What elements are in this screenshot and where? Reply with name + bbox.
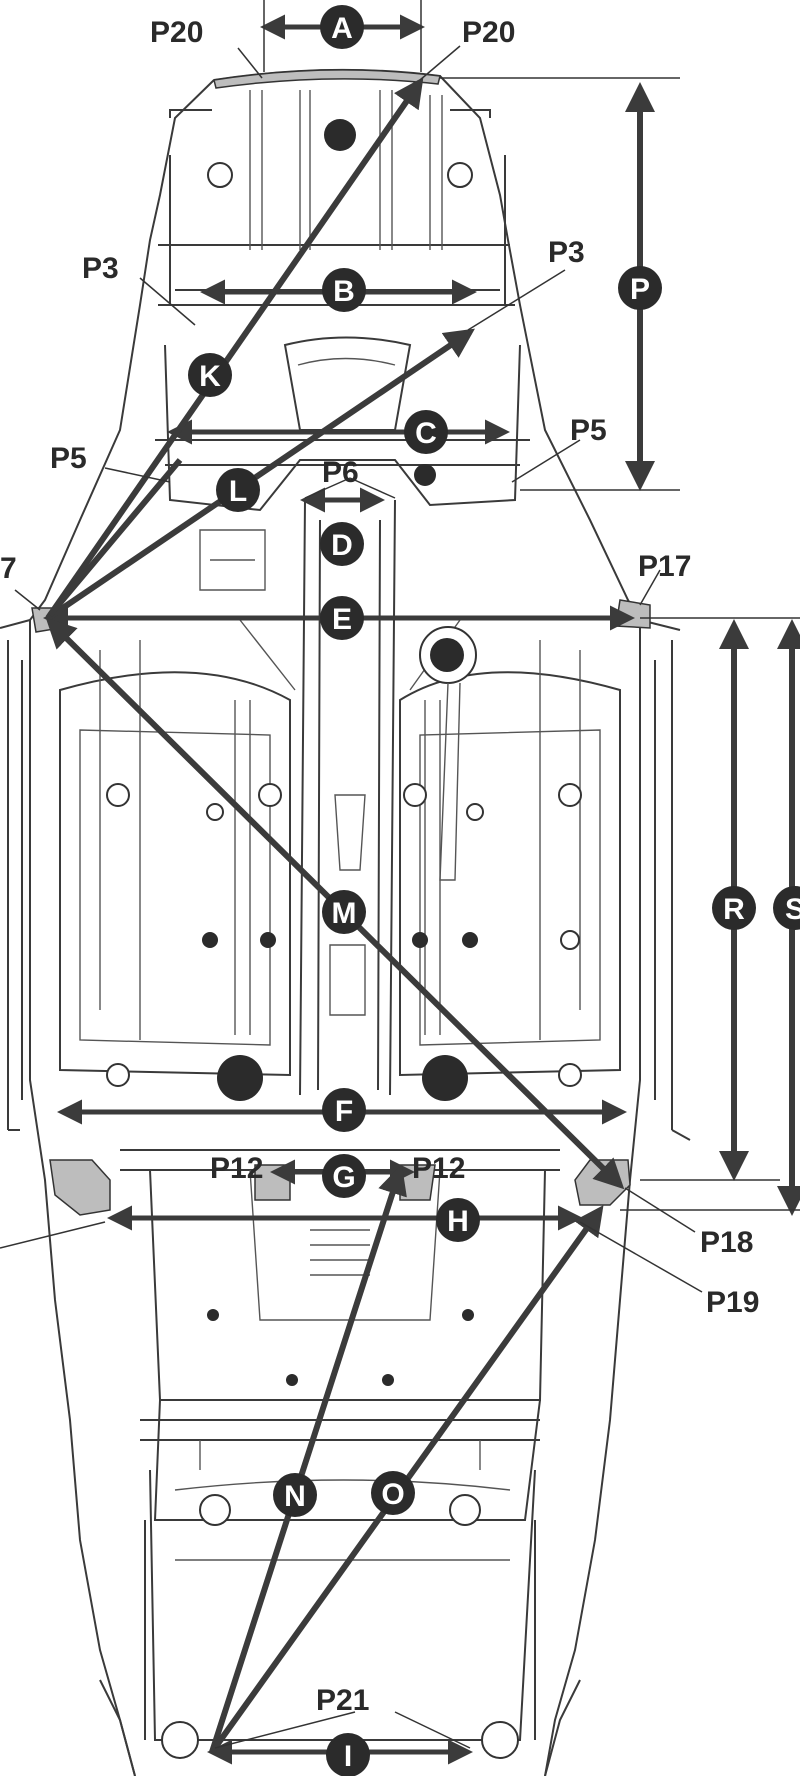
label-p5-right: P5 (570, 414, 607, 447)
label-M: M (322, 890, 366, 934)
label-A: A (320, 5, 364, 49)
svg-text:A: A (331, 12, 353, 45)
label-p12-right: P12 (412, 1152, 465, 1185)
label-C: C (404, 410, 448, 454)
label-N: N (273, 1473, 317, 1517)
point-leaders (0, 45, 703, 1749)
measurement-lines (43, 0, 800, 1765)
label-R: R (712, 886, 756, 930)
label-L: L (216, 468, 260, 512)
label-p21: P21 (316, 1684, 369, 1717)
label-D: D (320, 522, 364, 566)
label-E: E (320, 596, 364, 640)
svg-text:M: M (332, 897, 357, 930)
svg-text:B: B (333, 275, 355, 308)
svg-text:E: E (332, 603, 352, 636)
svg-text:I: I (344, 1740, 352, 1773)
label-p17-left: 7 (0, 552, 17, 585)
measurement-labels: A B C D E F G H I K L M N O P R S (188, 5, 800, 1776)
svg-text:R: R (723, 893, 745, 926)
label-p3-left: P3 (82, 252, 119, 285)
label-p17-right: P17 (638, 550, 691, 583)
svg-text:C: C (415, 417, 437, 450)
label-p20-right: P20 (462, 16, 515, 49)
label-p18: P18 (700, 1226, 753, 1259)
label-G: G (322, 1154, 366, 1198)
label-p20-left: P20 (150, 16, 203, 49)
point-labels: P20 P20 P3 P3 P5 P5 P6 7 P17 P12 P12 P18… (0, 16, 759, 1717)
svg-text:S: S (785, 893, 800, 926)
svg-text:H: H (447, 1205, 469, 1238)
svg-text:G: G (332, 1161, 355, 1194)
svg-text:O: O (381, 1478, 404, 1511)
label-p5-left: P5 (50, 442, 87, 475)
svg-text:F: F (335, 1095, 353, 1128)
svg-text:N: N (284, 1480, 306, 1513)
label-O: O (371, 1471, 415, 1515)
label-I: I (326, 1733, 370, 1776)
svg-text:P: P (630, 273, 650, 306)
label-H: H (436, 1198, 480, 1242)
label-P: P (618, 266, 662, 310)
label-S: S (773, 886, 800, 930)
label-p12-left: P12 (210, 1152, 263, 1185)
svg-text:K: K (199, 360, 221, 393)
label-B: B (322, 268, 366, 312)
label-K: K (188, 353, 232, 397)
svg-text:D: D (331, 529, 353, 562)
label-p6: P6 (322, 456, 359, 489)
label-F: F (322, 1088, 366, 1132)
svg-text:L: L (229, 475, 247, 508)
label-p19: P19 (706, 1286, 759, 1319)
label-p3-right: P3 (548, 236, 585, 269)
